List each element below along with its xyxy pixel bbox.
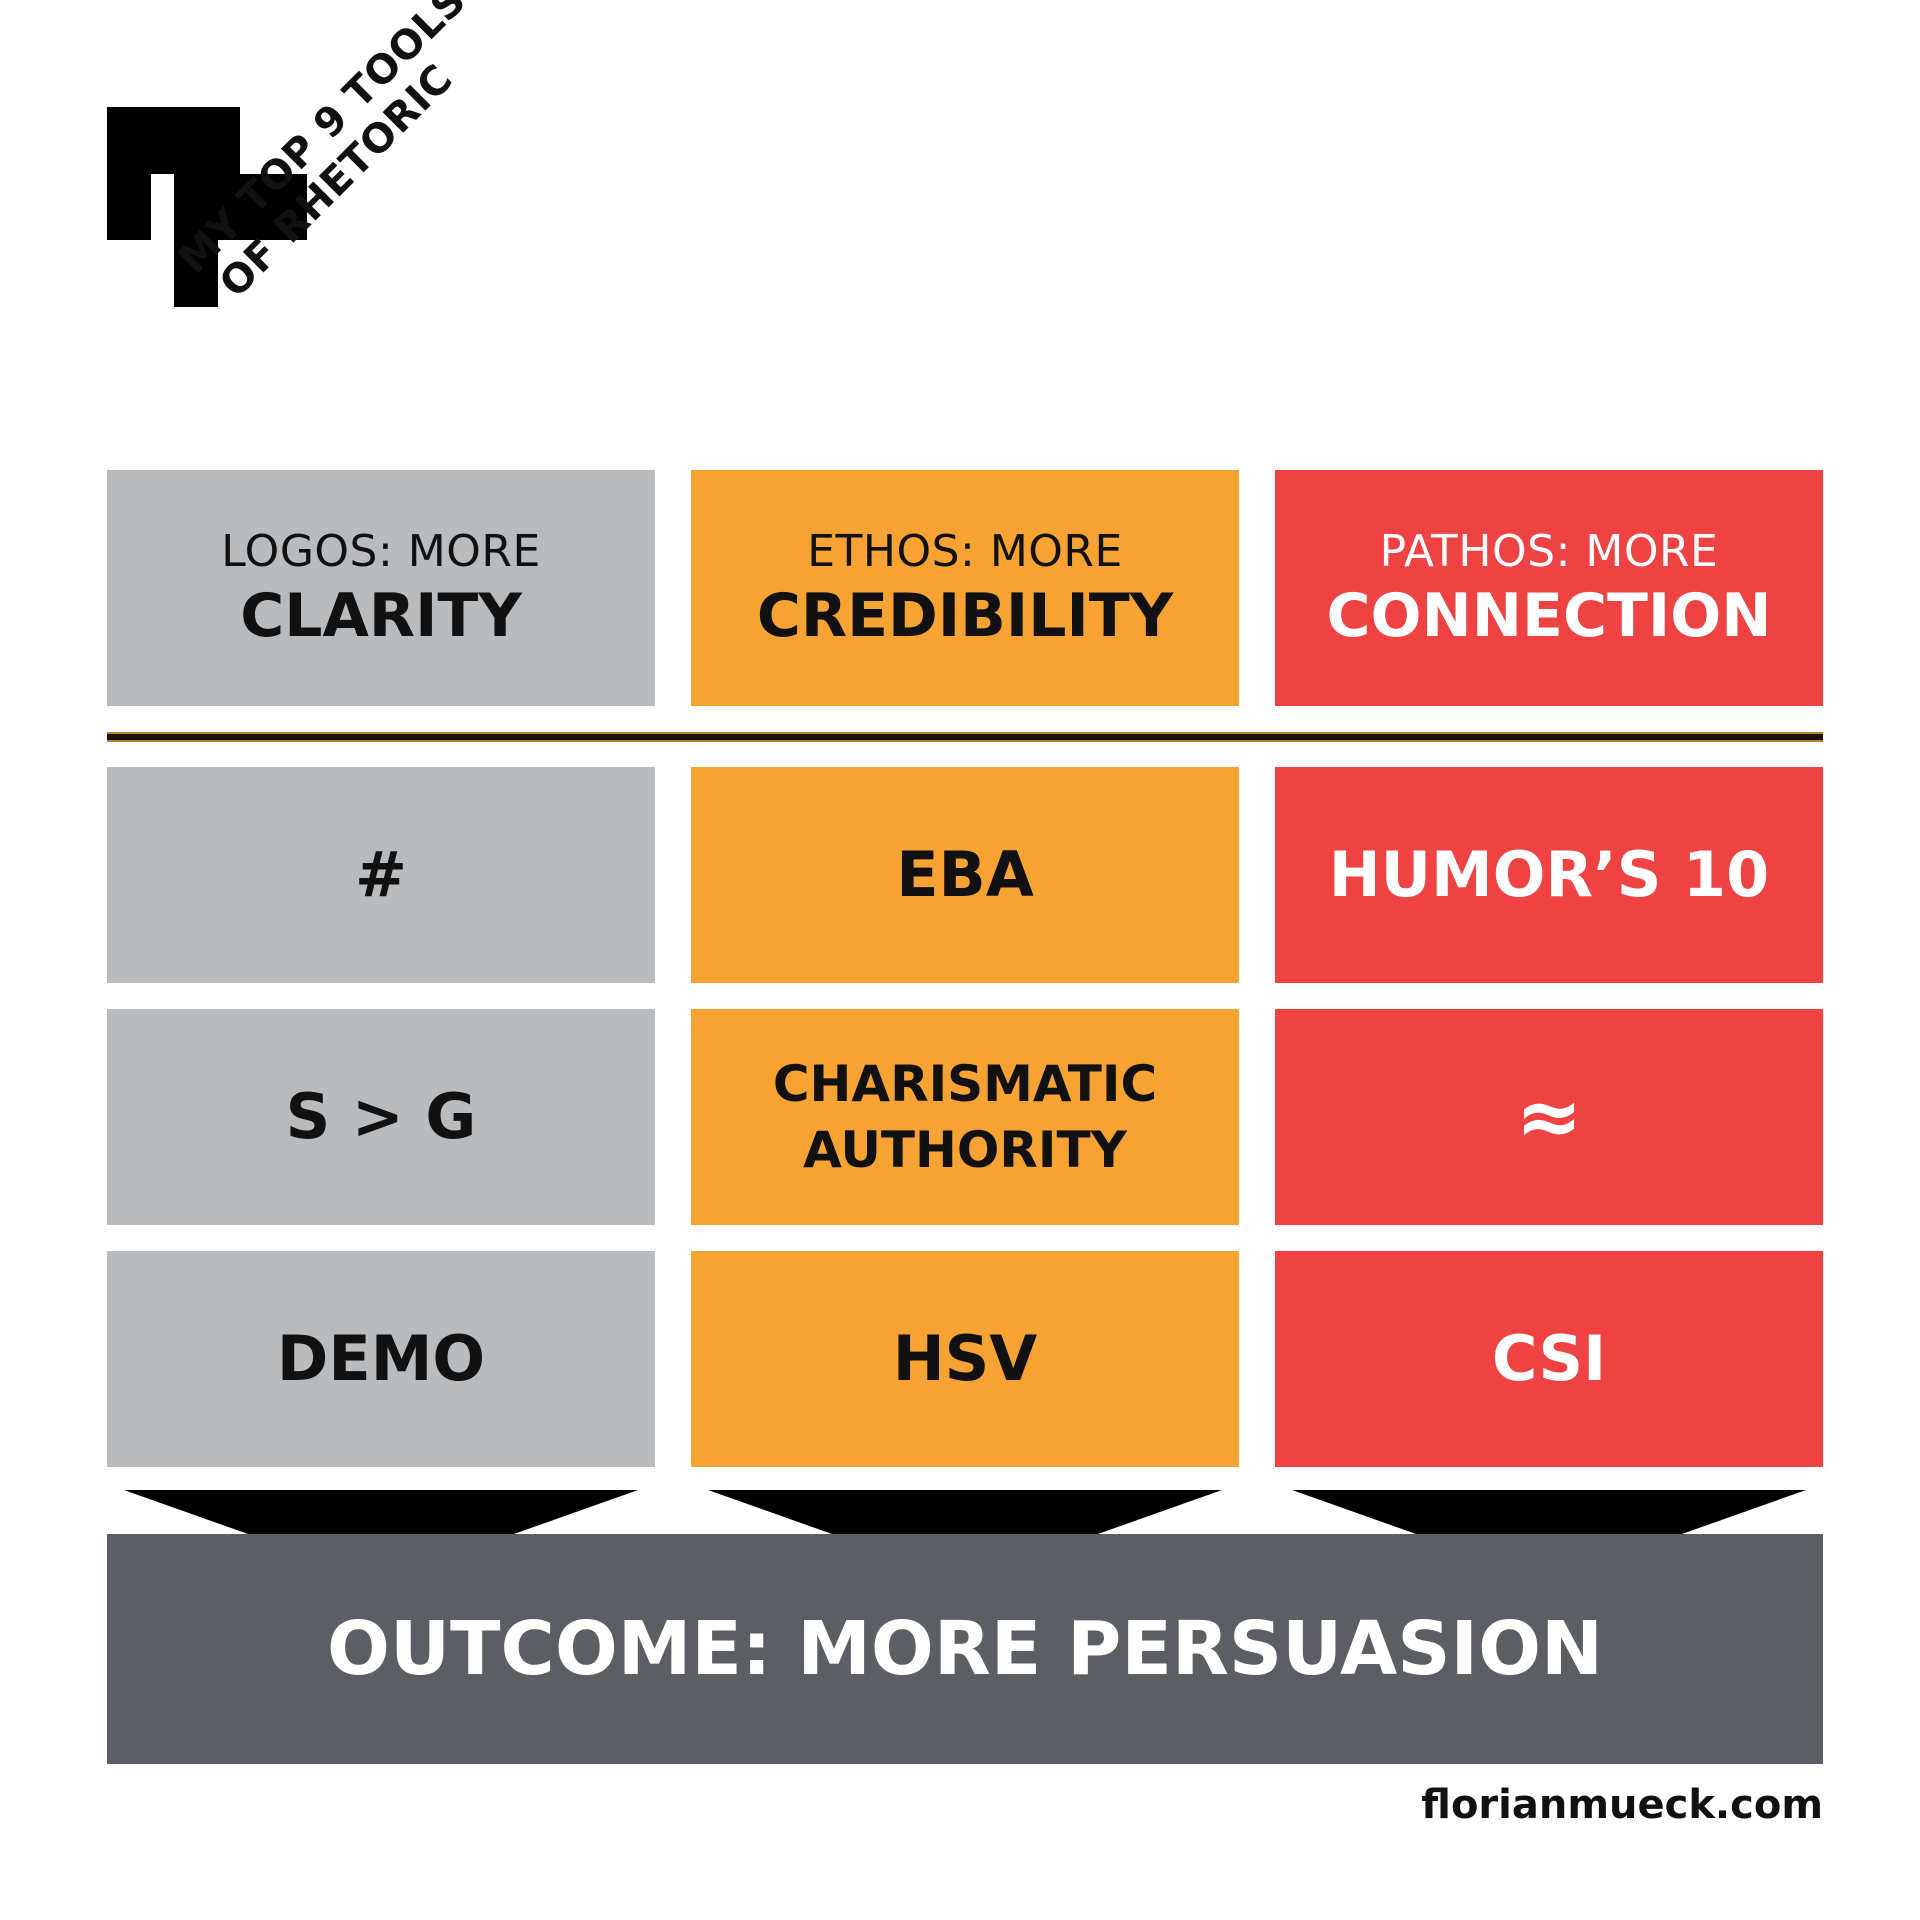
header-pathos: PATHOS: MORE CONNECTION	[1275, 470, 1823, 706]
tool-cell-pathos-1: HUMOR’S 10	[1275, 767, 1823, 983]
header-logos-sub: LOGOS: MORE	[221, 526, 541, 577]
header-ethos-sub: ETHOS: MORE	[807, 526, 1123, 577]
funnel-connector-pathos	[1292, 1490, 1806, 1534]
outcome-bar: OUTCOME: MORE PERSUASION	[107, 1534, 1823, 1764]
tool-cell-logos-3: DEMO	[107, 1251, 655, 1467]
tool-label: #	[355, 838, 407, 911]
tool-label: ≈	[1515, 1070, 1583, 1163]
outcome-label: OUTCOME: MORE PERSUASION	[327, 1606, 1603, 1692]
header-logos-main: CLARITY	[240, 581, 522, 651]
tool-label: DEMO	[276, 1322, 486, 1395]
header-pathos-sub: PATHOS: MORE	[1379, 526, 1719, 577]
tool-cell-ethos-2: CHARISMATIC AUTHORITY	[691, 1009, 1239, 1225]
brand-stairs-logo	[107, 107, 307, 307]
tool-label: S > G	[285, 1080, 477, 1153]
header-ethos: ETHOS: MORE CREDIBILITY	[691, 470, 1239, 706]
tool-label: HUMOR’S 10	[1328, 838, 1770, 911]
tool-label: CSI	[1491, 1322, 1607, 1395]
tool-label: CHARISMATIC AUTHORITY	[772, 1055, 1158, 1179]
tool-cell-ethos-3: HSV	[691, 1251, 1239, 1467]
tool-label: EBA	[896, 838, 1034, 911]
tool-cell-pathos-3: CSI	[1275, 1251, 1823, 1467]
header-pathos-main: CONNECTION	[1326, 581, 1772, 651]
tool-cell-logos-1: #	[107, 767, 655, 983]
tool-cell-pathos-2: ≈	[1275, 1009, 1823, 1225]
header-logos: LOGOS: MORE CLARITY	[107, 470, 655, 706]
funnel-connector-ethos	[708, 1490, 1222, 1534]
funnel-connector-logos	[124, 1490, 638, 1534]
tool-cell-ethos-1: EBA	[691, 767, 1239, 983]
tool-label: HSV	[892, 1322, 1038, 1395]
divider-line	[107, 732, 1823, 742]
footer-url: florianmueck.com	[1421, 1782, 1823, 1828]
tool-cell-logos-2: S > G	[107, 1009, 655, 1225]
header-ethos-main: CREDIBILITY	[756, 581, 1174, 651]
